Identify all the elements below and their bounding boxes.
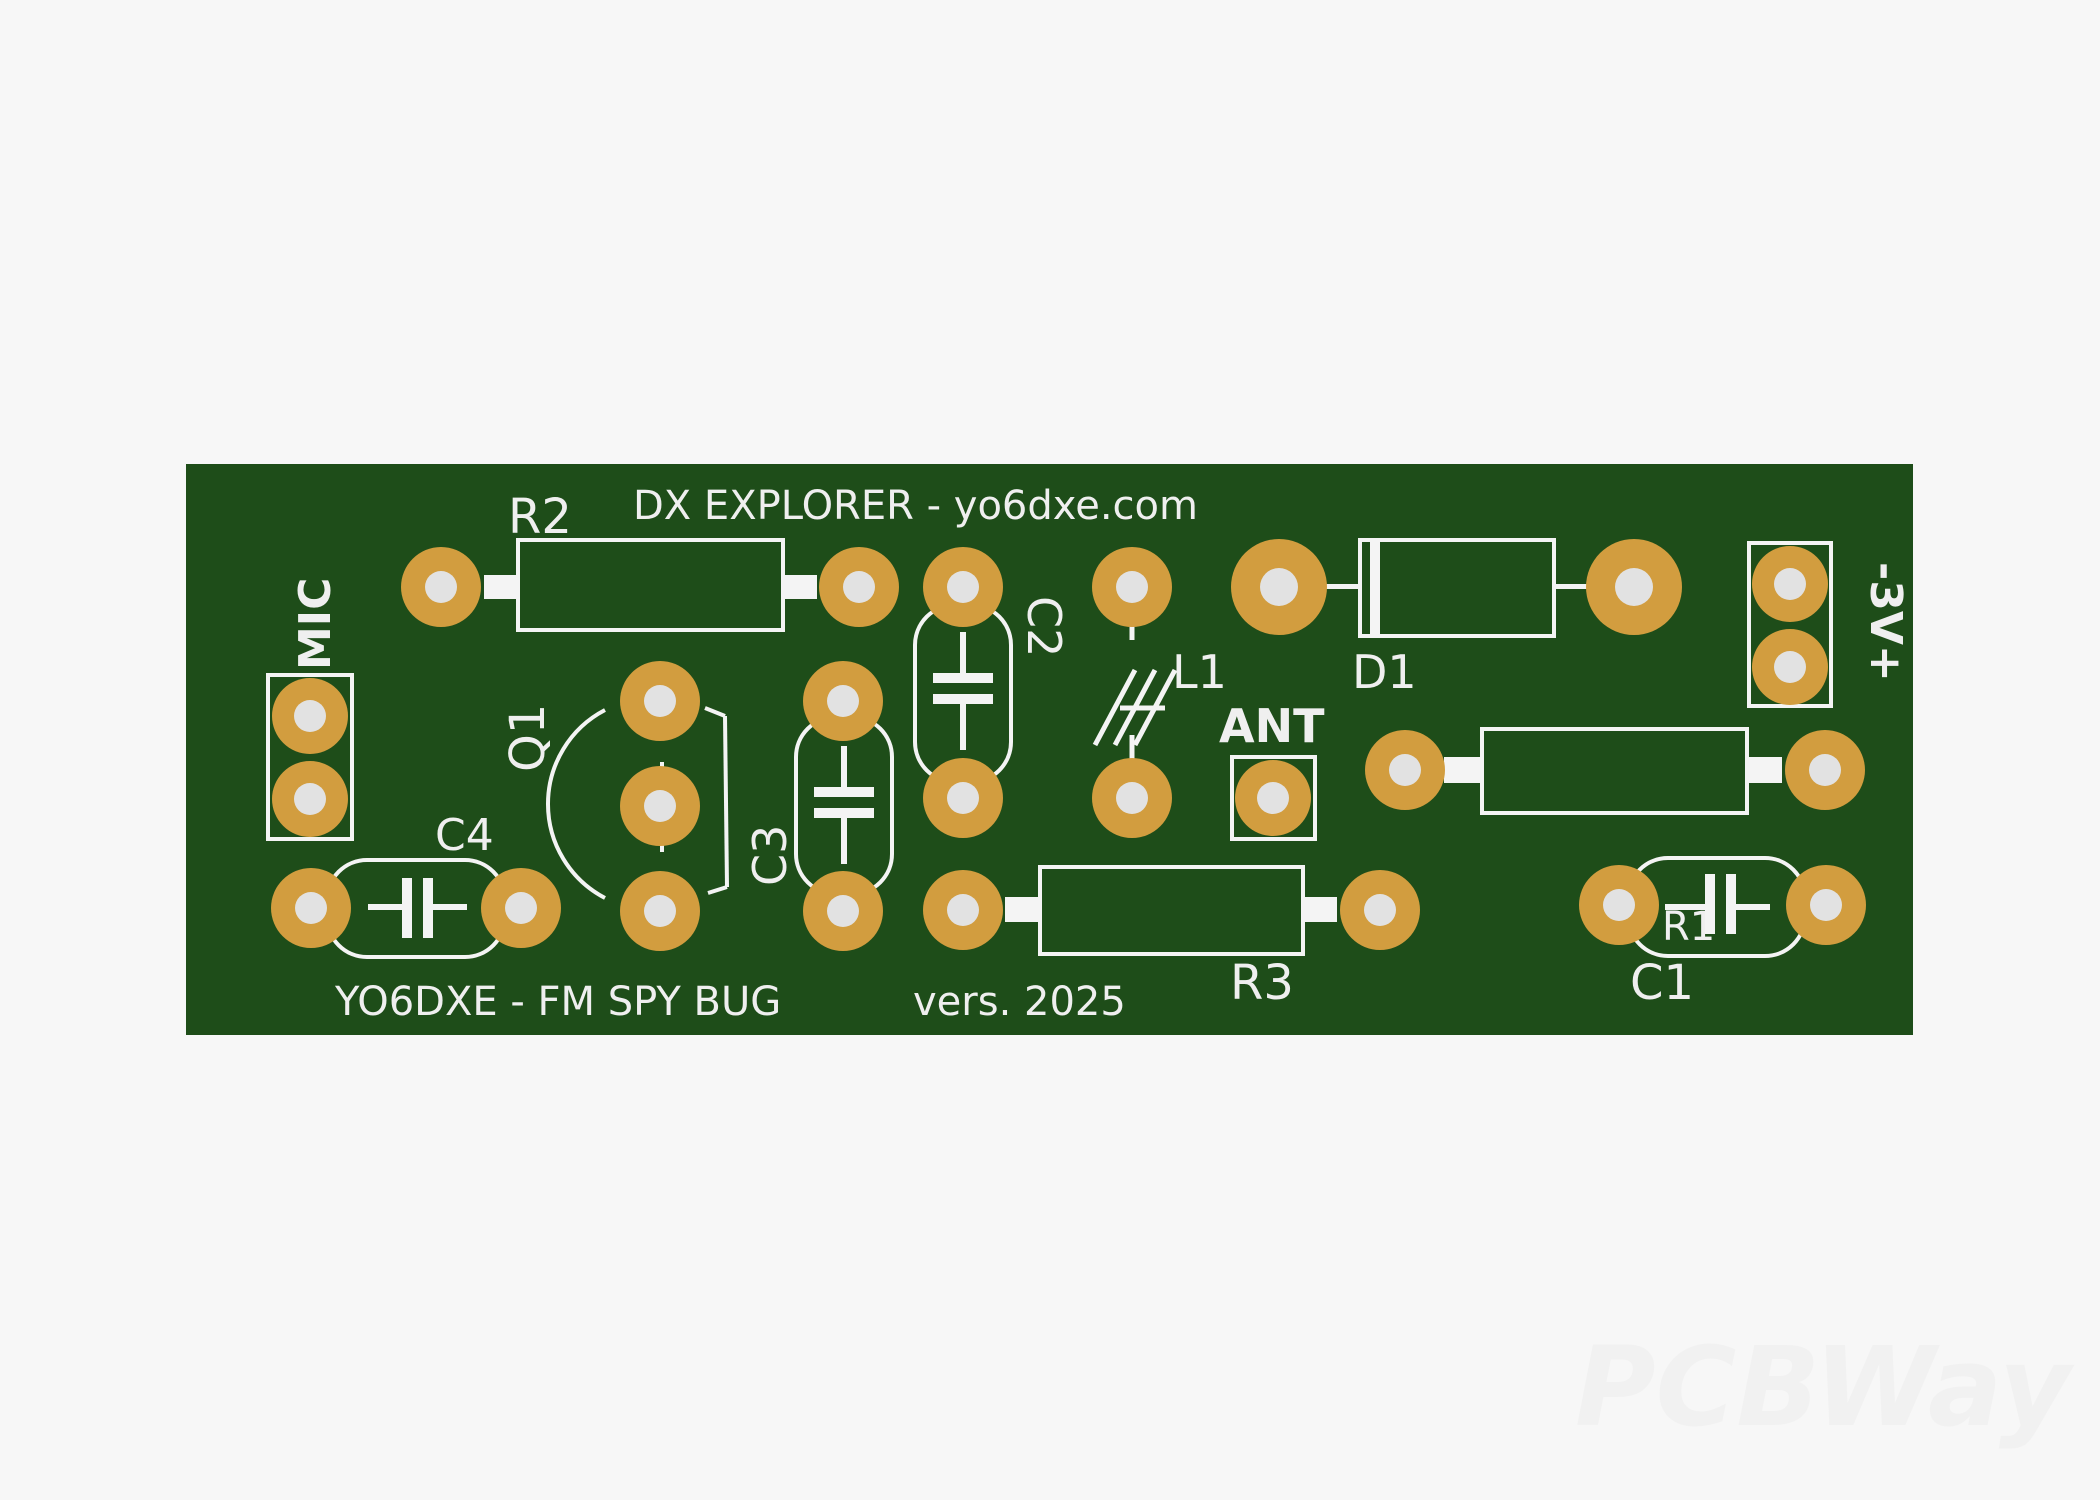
d1-pad-1-drill	[1260, 568, 1298, 606]
r2-pad-2-drill	[843, 571, 875, 603]
r2-pad-1-drill	[425, 571, 457, 603]
c3-pad-2-drill	[827, 895, 859, 927]
label-c1: C1	[1630, 955, 1694, 1011]
c3-pad-1-drill	[827, 685, 859, 717]
mic-pad-2-drill	[294, 783, 326, 815]
label-l1: L1	[1172, 645, 1227, 699]
c2-pad-1-drill	[947, 571, 979, 603]
label-q1: Q1	[500, 704, 556, 772]
label-ant: ANT	[1219, 699, 1325, 753]
power-pad-1-drill	[1774, 568, 1806, 600]
c1-pad-2-drill	[1810, 889, 1842, 921]
board-version-text: vers. 2025	[913, 979, 1126, 1025]
label-d1: D1	[1352, 645, 1417, 699]
c1-pad-1-drill	[1603, 889, 1635, 921]
q1-pad-1-drill	[644, 685, 676, 717]
pads-group	[271, 539, 1866, 951]
label-power: -3V+	[1860, 562, 1911, 682]
label-r1: R1	[1662, 904, 1715, 950]
lead-stubs	[484, 575, 1782, 922]
d1-pad-2-drill	[1615, 568, 1653, 606]
r-right-pad-2-drill	[1809, 754, 1841, 786]
ant-connector-outline	[1230, 755, 1317, 841]
label-c4: C4	[435, 810, 494, 861]
c2-pad-2-drill	[947, 782, 979, 814]
power-pad-2-drill	[1774, 651, 1806, 683]
r3-pad-1-drill	[947, 894, 979, 926]
c4-pad-2-drill	[505, 892, 537, 924]
d1-cathode-band	[1370, 540, 1380, 636]
r-right-pad-1-drill	[1389, 754, 1421, 786]
c4-pad-1-drill	[295, 892, 327, 924]
q1-outline	[546, 708, 606, 900]
q1-pad-3-drill	[644, 895, 676, 927]
label-mic: MIC	[290, 578, 341, 670]
r3-pad-2-drill	[1364, 894, 1396, 926]
label-r3: R3	[1230, 955, 1294, 1011]
l1-pad-2-drill	[1116, 782, 1148, 814]
mic-connector-outline	[266, 673, 354, 841]
watermark-logo: PCBWay	[1575, 1323, 2075, 1451]
ant-pad-drill	[1257, 782, 1289, 814]
label-c2: C2	[1017, 596, 1071, 657]
board-bottom-text: YO6DXE - FM SPY BUG	[334, 979, 781, 1025]
label-r2: R2	[508, 489, 572, 545]
label-c3: C3	[743, 825, 797, 886]
board-top-text: DX EXPLORER - yo6dxe.com	[633, 483, 1198, 529]
power-connector-outline	[1747, 541, 1833, 708]
mic-pad-1-drill	[294, 700, 326, 732]
capacitor-symbols	[368, 632, 1770, 938]
l1-pad-1-drill	[1116, 571, 1148, 603]
silkscreen-labels: DX EXPLORER - yo6dxe.com YO6DXE - FM SPY…	[290, 483, 1911, 1025]
q1-pad-2-drill	[644, 790, 676, 822]
